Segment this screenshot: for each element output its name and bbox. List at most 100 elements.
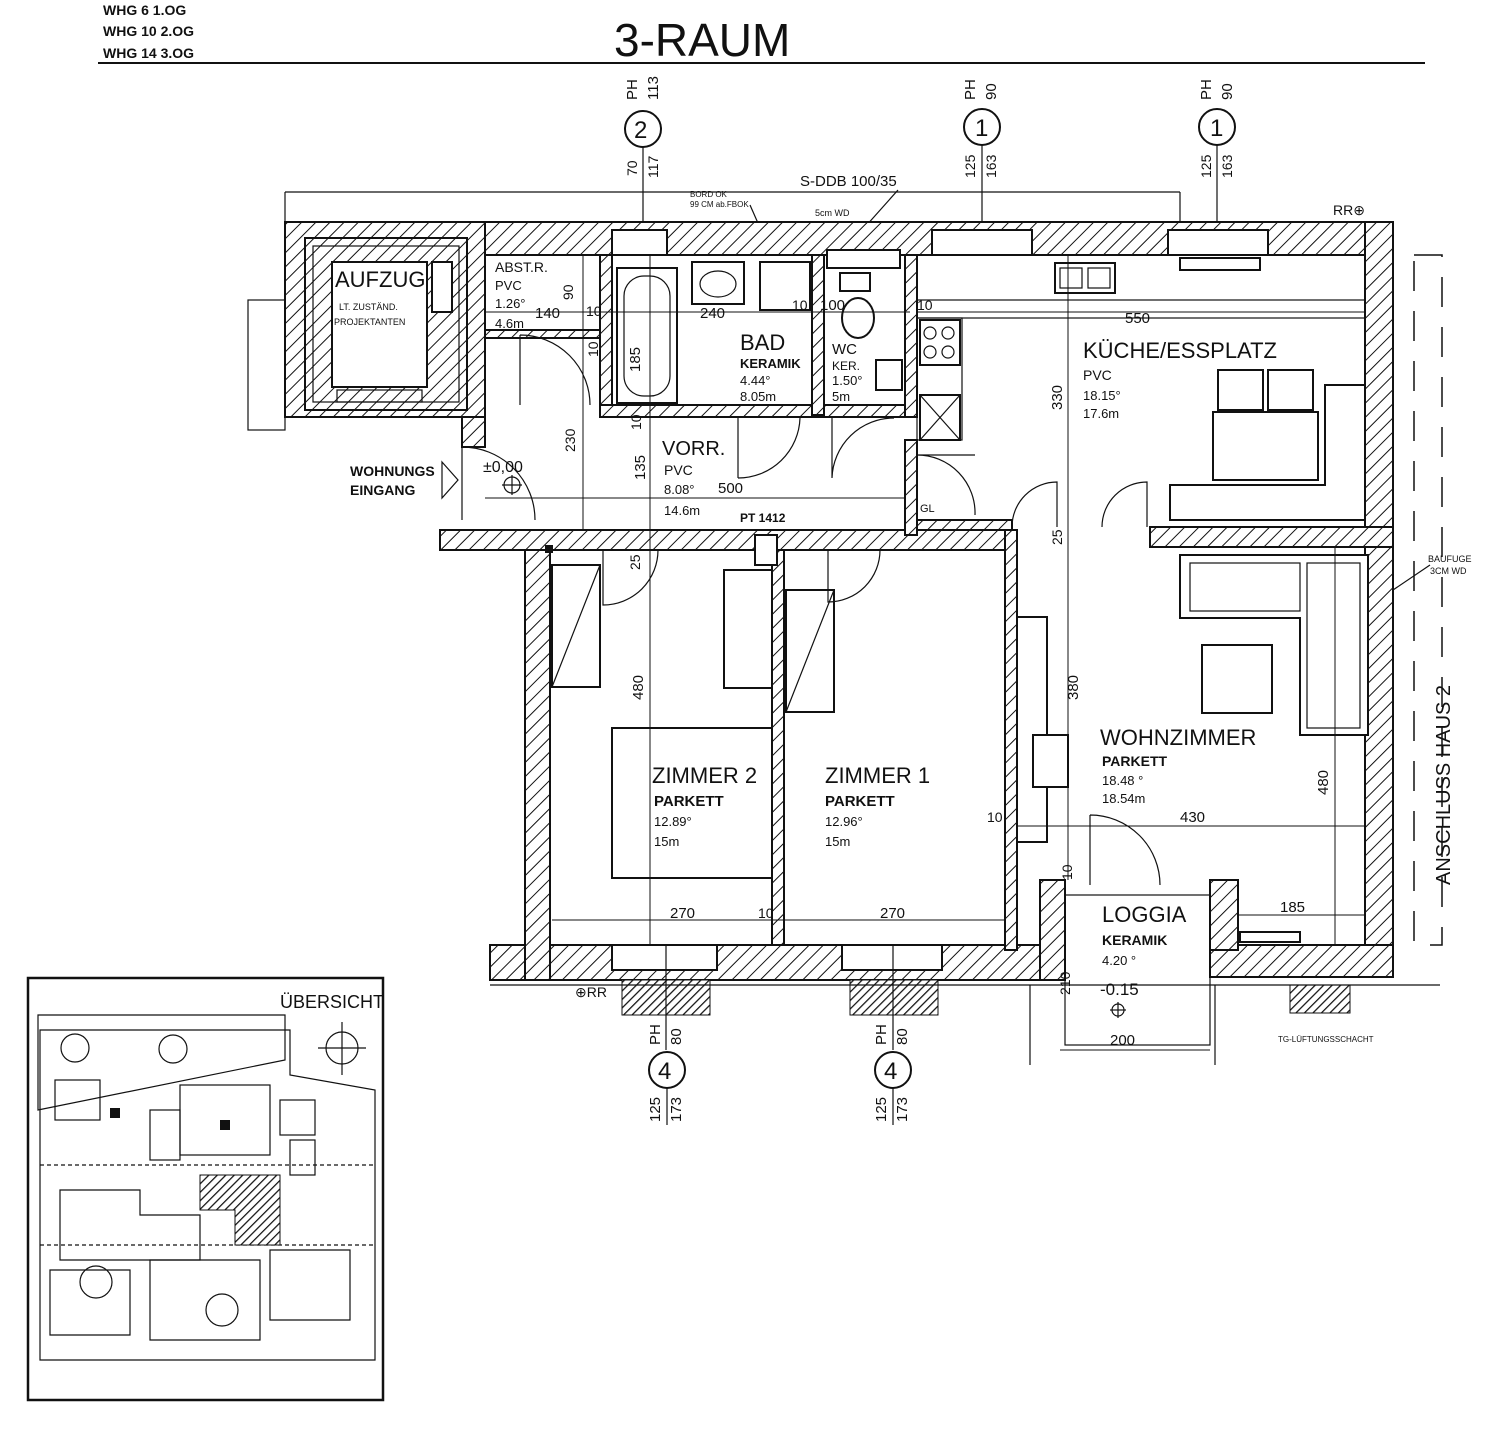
dim: 10 bbox=[1059, 864, 1075, 880]
dimensions: 90 10 140 10 240 10 100 10 550 185 10 23… bbox=[485, 255, 1365, 1051]
window-type: 4 bbox=[658, 1058, 671, 1085]
dim: 270 bbox=[670, 905, 695, 922]
dim: 90 bbox=[560, 284, 576, 300]
room-area: 12.96° bbox=[825, 814, 863, 829]
room-vorraum: VORR. PVC 8.08° 14.6m bbox=[662, 438, 725, 518]
dim: 25 bbox=[1049, 529, 1065, 545]
overview-inset: ÜBERSICHT bbox=[26, 976, 385, 1402]
room-floor: PVC bbox=[495, 278, 522, 293]
top-reference-line: S-DDB 100/35 BORD OK 99 CM ab.FBOK 5cm W… bbox=[284, 173, 1181, 256]
room-area: 1.26° bbox=[495, 296, 526, 311]
bed-zimmer-2 bbox=[611, 727, 773, 879]
dim: 10 bbox=[987, 809, 1003, 825]
room-area: 1.50° bbox=[832, 373, 863, 388]
dim: 500 bbox=[718, 480, 743, 497]
room-floor: KERAMIK bbox=[1102, 932, 1167, 948]
overview-title: ÜBERSICHT bbox=[280, 992, 384, 1012]
window-head: 117 bbox=[645, 155, 661, 178]
dim: 10 bbox=[628, 414, 644, 430]
coffee-table bbox=[1201, 644, 1273, 714]
stove bbox=[919, 319, 961, 366]
window-head: 173 bbox=[894, 1097, 911, 1122]
window-type: 4 bbox=[884, 1058, 897, 1085]
window-marker-1b: PH 90 1 125 163 bbox=[1198, 79, 1236, 225]
room-area: 18.48 ° bbox=[1102, 773, 1143, 788]
window-head: 163 bbox=[983, 154, 999, 178]
bord-label-2: 99 CM ab.FBOK bbox=[690, 200, 749, 209]
dim: 185 bbox=[627, 347, 644, 372]
dim: 25 bbox=[627, 554, 643, 570]
toilet-tank bbox=[839, 272, 871, 292]
room-perimeter: 4.6m bbox=[495, 316, 524, 331]
window-openings bbox=[611, 229, 1301, 971]
room-perimeter: 18.54m bbox=[1102, 791, 1145, 806]
dim: 430 bbox=[1180, 809, 1205, 826]
room-zimmer-2: ZIMMER 2 PARKETT 12.89° 15m bbox=[652, 763, 757, 849]
room-name: ABST.R. bbox=[495, 259, 548, 275]
entrance-arrow bbox=[441, 460, 459, 500]
room-name: KÜCHE/ESSPLATZ bbox=[1083, 338, 1277, 363]
room-floor: PARKETT bbox=[654, 793, 724, 810]
window-sill: 125 bbox=[873, 1097, 890, 1122]
window-sill: 125 bbox=[647, 1097, 664, 1122]
unit-line-3: WHG 14 3.OG bbox=[103, 45, 194, 61]
window-ph: PH bbox=[873, 1024, 890, 1045]
room-perimeter: 14.6m bbox=[664, 503, 700, 518]
dim: 230 bbox=[562, 428, 578, 452]
anschluss-haus-2: ANSCHLUSS HAUS 2 bbox=[1413, 254, 1455, 946]
unit-line-2: WHG 10 2.OG bbox=[103, 23, 194, 39]
header: WHG 6 1.OG WHG 10 2.OG WHG 14 3.OG 3-RAU… bbox=[98, 2, 1425, 66]
chair bbox=[1217, 369, 1264, 411]
entrance-level: ±0,00 bbox=[483, 459, 523, 476]
window-ph: PH bbox=[1198, 79, 1215, 100]
room-perimeter: 17.6m bbox=[1083, 406, 1119, 421]
room-perimeter: 15m bbox=[654, 834, 679, 849]
toilet-bowl bbox=[841, 297, 875, 339]
entrance: WOHNUNGS EINGANG ±0,00 bbox=[350, 459, 523, 500]
room-abstellraum: ABST.R. PVC 1.26° 4.6m bbox=[495, 259, 548, 331]
room-floor: KER. bbox=[832, 359, 860, 373]
entrance-label-1: WOHNUNGS bbox=[350, 463, 435, 479]
window-marker-2: PH 113 2 70 117 bbox=[624, 76, 662, 225]
window-ph-value: 90 bbox=[983, 83, 1000, 100]
kitchen-bench bbox=[1169, 384, 1366, 521]
light-well-2 bbox=[849, 979, 939, 1016]
elevator-note-1: LT. ZUSTÄND. bbox=[339, 302, 398, 312]
room-floor: KERAMIK bbox=[740, 356, 801, 371]
sideboard bbox=[1016, 616, 1048, 843]
room-floor: PARKETT bbox=[1102, 753, 1168, 769]
bathroom-fixtures bbox=[616, 249, 903, 404]
window-marker-4b: PH 80 4 125 173 bbox=[873, 945, 912, 1125]
window-type: 1 bbox=[975, 115, 988, 142]
room-area: 4.44° bbox=[740, 373, 771, 388]
tv bbox=[1032, 734, 1069, 788]
room-area: 8.08° bbox=[664, 482, 695, 497]
sofa bbox=[1179, 554, 1369, 736]
dim: 480 bbox=[1315, 770, 1332, 795]
room-name: BAD bbox=[740, 330, 785, 355]
dim: 200 bbox=[1110, 1032, 1135, 1049]
dim: 270 bbox=[880, 905, 905, 922]
room-name: ZIMMER 2 bbox=[652, 763, 757, 788]
window-ph-value: 80 bbox=[668, 1028, 685, 1045]
window-ph-value: 113 bbox=[645, 76, 662, 100]
room-area: 18.15° bbox=[1083, 388, 1121, 403]
gl-label: GL bbox=[920, 503, 935, 515]
wardrobe-zimmer-1a bbox=[723, 569, 773, 689]
window-ph: PH bbox=[624, 79, 641, 100]
room-level: -0.15 bbox=[1100, 980, 1139, 999]
elevator-label: AUFZUG bbox=[335, 267, 425, 292]
baufuge-label-1: BAUFUGE bbox=[1428, 554, 1472, 564]
dim: 10 bbox=[585, 341, 601, 357]
dining-table bbox=[1212, 411, 1319, 481]
bord-label-1: BORD OK bbox=[690, 190, 728, 199]
room-loggia: LOGGIA KERAMIK 4.20 ° -0.15 bbox=[1064, 894, 1211, 1046]
elevator-note-2: PROJEKTANTEN bbox=[334, 317, 405, 327]
bathtub bbox=[616, 267, 678, 404]
plan-title: 3-RAUM bbox=[614, 14, 790, 66]
window-ph: PH bbox=[647, 1024, 664, 1045]
tg-vent-grate bbox=[1289, 984, 1351, 1014]
room-name: LOGGIA bbox=[1102, 902, 1187, 927]
window-head: 163 bbox=[1219, 154, 1235, 178]
